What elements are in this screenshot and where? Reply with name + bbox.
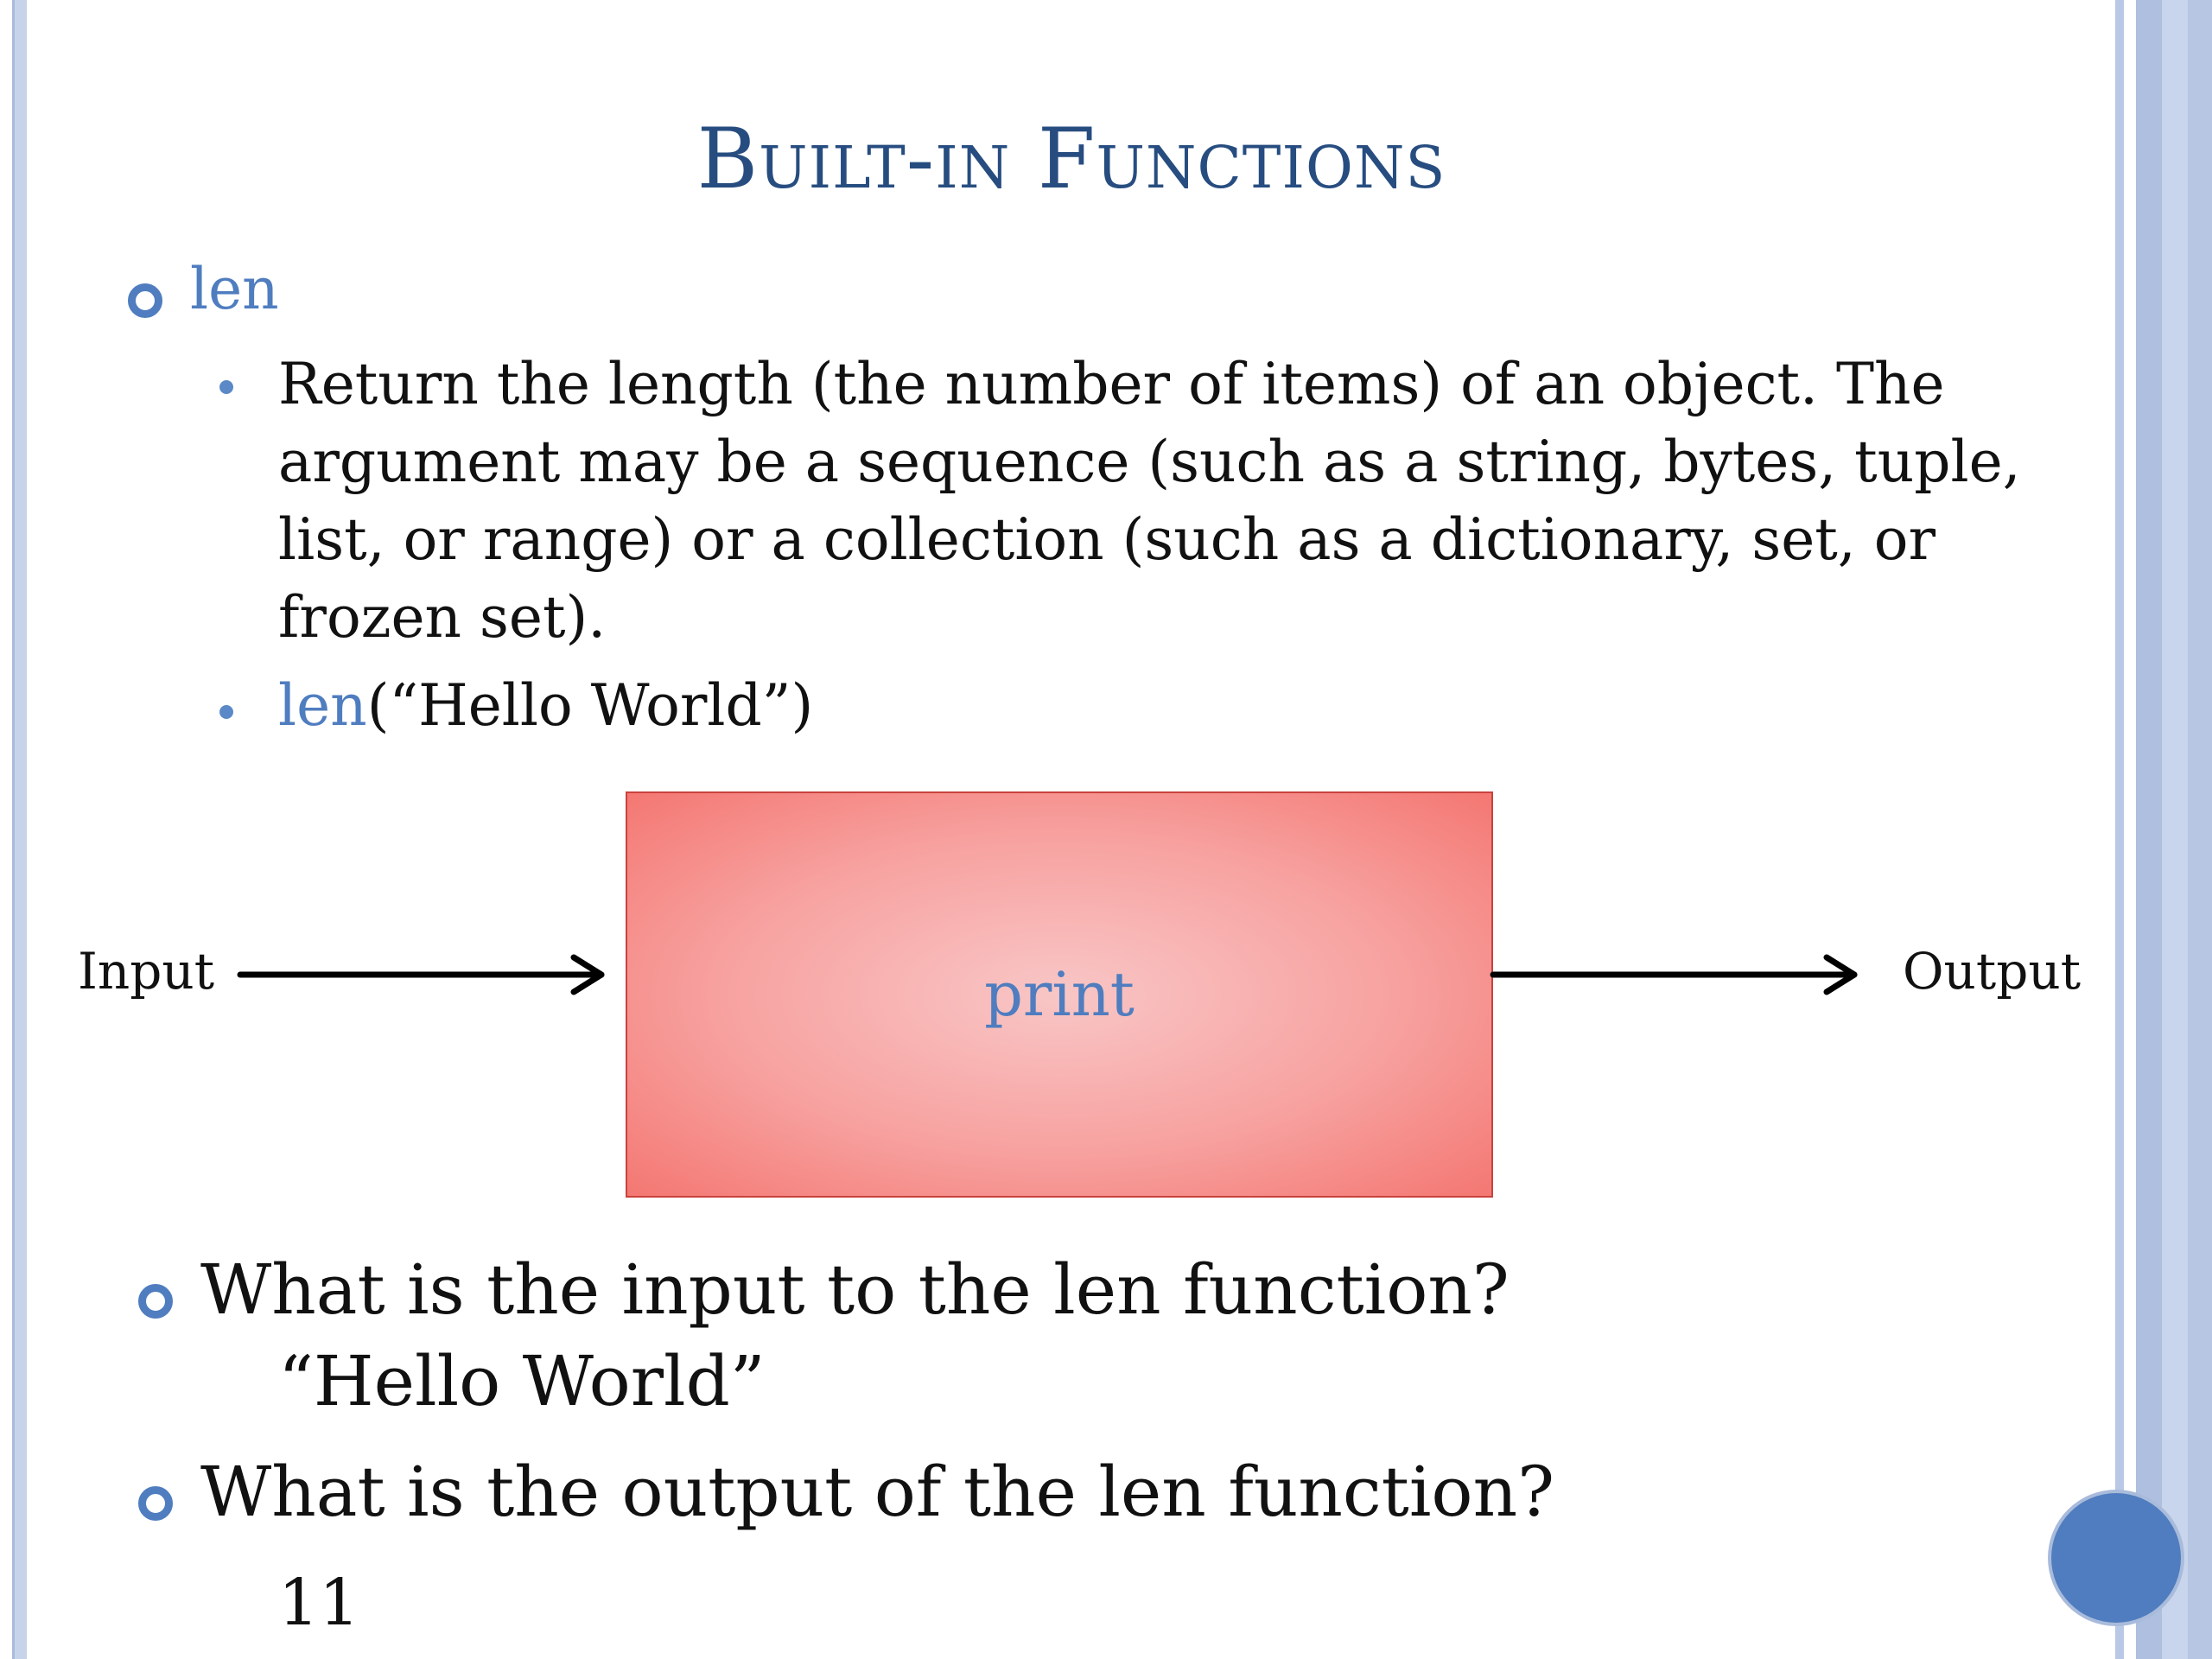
diagram-input-label: Input: [78, 942, 215, 1001]
dot-bullet-icon: [219, 705, 233, 719]
question-text: What is the output of the len function?: [200, 1452, 1554, 1532]
dot-bullet-icon: [219, 380, 233, 394]
example-function: len: [278, 672, 367, 739]
item-label: len: [190, 256, 279, 322]
description-line: list, or range) or a collection (such as…: [278, 506, 1936, 573]
right-border-decoration: [2115, 0, 2212, 1659]
ring-bullet-icon: [128, 283, 162, 318]
example-argument: (“Hello World”): [366, 672, 814, 739]
answer-text: 11: [278, 1566, 360, 1640]
output-arrow-icon: [1490, 954, 1858, 995]
item-description: Return the length (the number of items) …: [278, 346, 2084, 657]
ring-bullet-icon: [138, 1486, 173, 1521]
left-border-decoration: [12, 0, 27, 1659]
description-line: frozen set).: [278, 584, 607, 651]
function-box: [626, 791, 1493, 1198]
function-box-label: print: [984, 959, 1135, 1030]
diagram-output-label: Output: [1903, 942, 2082, 1001]
answer-text: “Hello World”: [278, 1341, 766, 1421]
ring-bullet-icon: [138, 1284, 173, 1319]
description-line: Return the length (the number of items) …: [278, 351, 1945, 417]
description-line: argument may be a sequence (such as a st…: [278, 429, 2021, 495]
corner-decoration-circle: [2051, 1493, 2181, 1623]
item-example: len(“Hello World”): [278, 672, 813, 739]
question-text: What is the input to the len function?: [200, 1249, 1510, 1330]
slide-title: Built-in Functions: [696, 111, 1446, 207]
input-arrow-icon: [237, 954, 605, 995]
